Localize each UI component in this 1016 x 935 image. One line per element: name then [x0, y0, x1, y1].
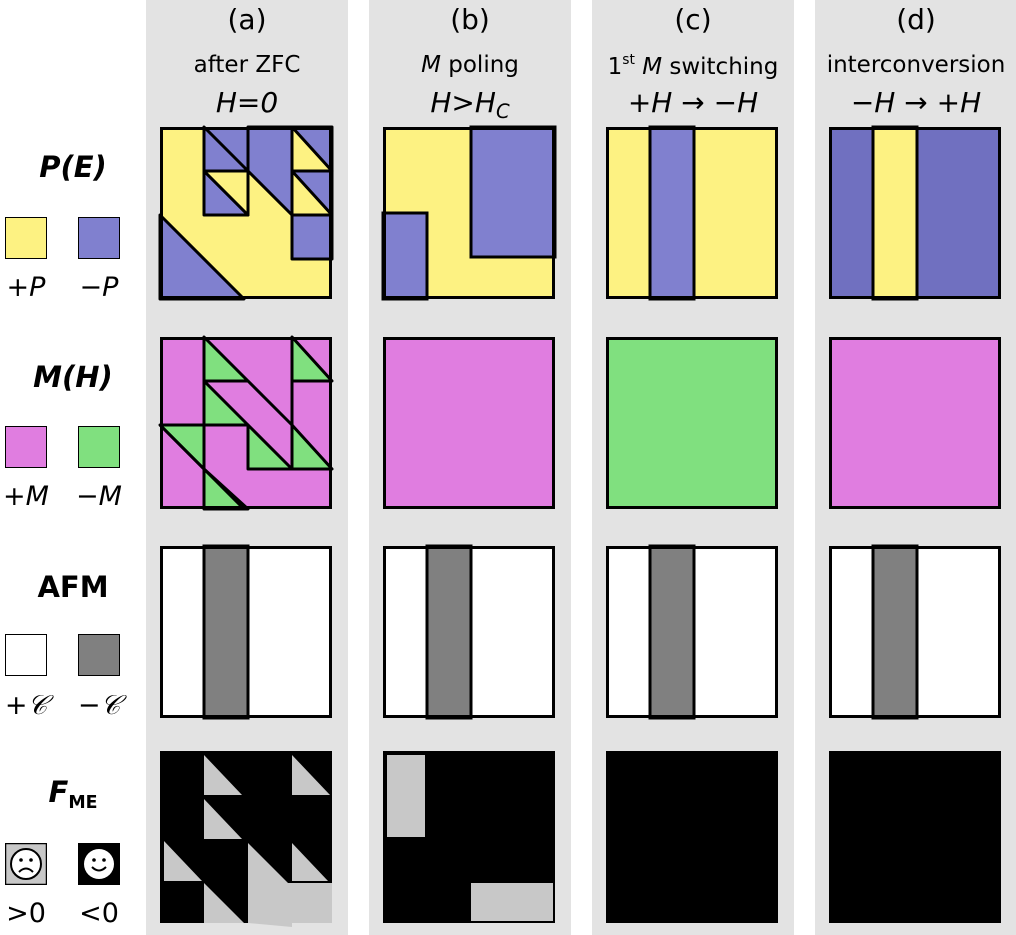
condition-b: H>HC — [369, 86, 571, 123]
panel-d-afm — [829, 544, 1001, 720]
panel-letter-d: (d) — [896, 3, 936, 36]
legend-label-plus-m: +M — [3, 481, 49, 512]
subtitle-b-italic: M — [421, 52, 441, 78]
row-title-free-energy: FME — [0, 775, 146, 813]
condition-a: H=0 — [215, 86, 279, 119]
panel-c-afm — [606, 544, 778, 720]
sad-face-icon — [5, 843, 47, 885]
panel-d-free-energy — [829, 751, 1001, 923]
panel-a-free-energy — [160, 751, 332, 927]
legend-swatch-plus-c — [5, 634, 47, 676]
condition-d: −H → +H — [850, 86, 982, 119]
panel-b-polarization — [381, 125, 557, 301]
legend-label-negative: <0 — [79, 898, 119, 929]
legend-label-minus-c: −𝒞 — [77, 690, 121, 721]
legend-swatch-minus-m — [78, 426, 120, 468]
panel-letter-a: (a) — [227, 3, 267, 36]
condition-b-main: H>H — [430, 86, 496, 119]
subtitle-b-rest: poling — [440, 52, 519, 78]
legend-swatch-plus-p — [5, 217, 47, 259]
legend-label-plus-p: +P — [6, 272, 46, 303]
panel-d-polarization — [829, 125, 1001, 301]
condition-b-sub: C — [495, 100, 510, 123]
panel-letter-b: (b) — [450, 3, 490, 36]
condition-c: +H → −H — [627, 86, 759, 119]
panel-a-afm — [160, 544, 332, 720]
legend-label-positive: >0 — [6, 898, 46, 929]
legend-label-minus-m: −M — [76, 481, 122, 512]
panel-a-magnetization — [158, 335, 334, 511]
panel-a-polarization — [158, 125, 334, 301]
legend-label-plus-c: +𝒞 — [4, 690, 48, 721]
legend-swatch-plus-m — [5, 426, 47, 468]
row-title-free-energy-sub: ME — [68, 793, 98, 813]
panel-c-polarization — [606, 125, 778, 301]
subtitle-b: M poling — [369, 52, 571, 78]
legend-swatch-minus-c — [78, 634, 120, 676]
panel-b-free-energy — [383, 751, 555, 923]
panel-letter-c: (c) — [674, 3, 712, 36]
legend-label-minus-p: −P — [79, 272, 119, 303]
panel-c-magnetization — [606, 337, 778, 509]
panel-c-free-energy — [606, 751, 778, 923]
subtitle-c-sup: st — [622, 52, 635, 68]
row-title-free-energy-main: F — [48, 775, 69, 809]
happy-face-icon — [83, 848, 114, 879]
subtitle-c-pre: 1 — [607, 54, 623, 80]
subtitle-c-rest: switching — [662, 54, 779, 80]
row-title-magnetization: M(H) — [33, 360, 113, 394]
subtitle-c-italic: M — [634, 54, 663, 80]
panel-d-magnetization — [829, 337, 1001, 509]
panel-b-afm — [383, 544, 555, 720]
legend-swatch-negative — [78, 843, 120, 885]
legend-swatch-minus-p — [78, 217, 120, 259]
legend-swatch-positive — [5, 843, 47, 885]
panel-b-magnetization — [383, 337, 555, 509]
subtitle-d: interconversion — [826, 52, 1006, 78]
subtitle-a: after ZFC — [193, 52, 301, 78]
row-title-afm: AFM — [37, 570, 109, 604]
row-title-polarization: P(E) — [39, 150, 107, 184]
subtitle-c: 1st M switching — [592, 52, 794, 80]
